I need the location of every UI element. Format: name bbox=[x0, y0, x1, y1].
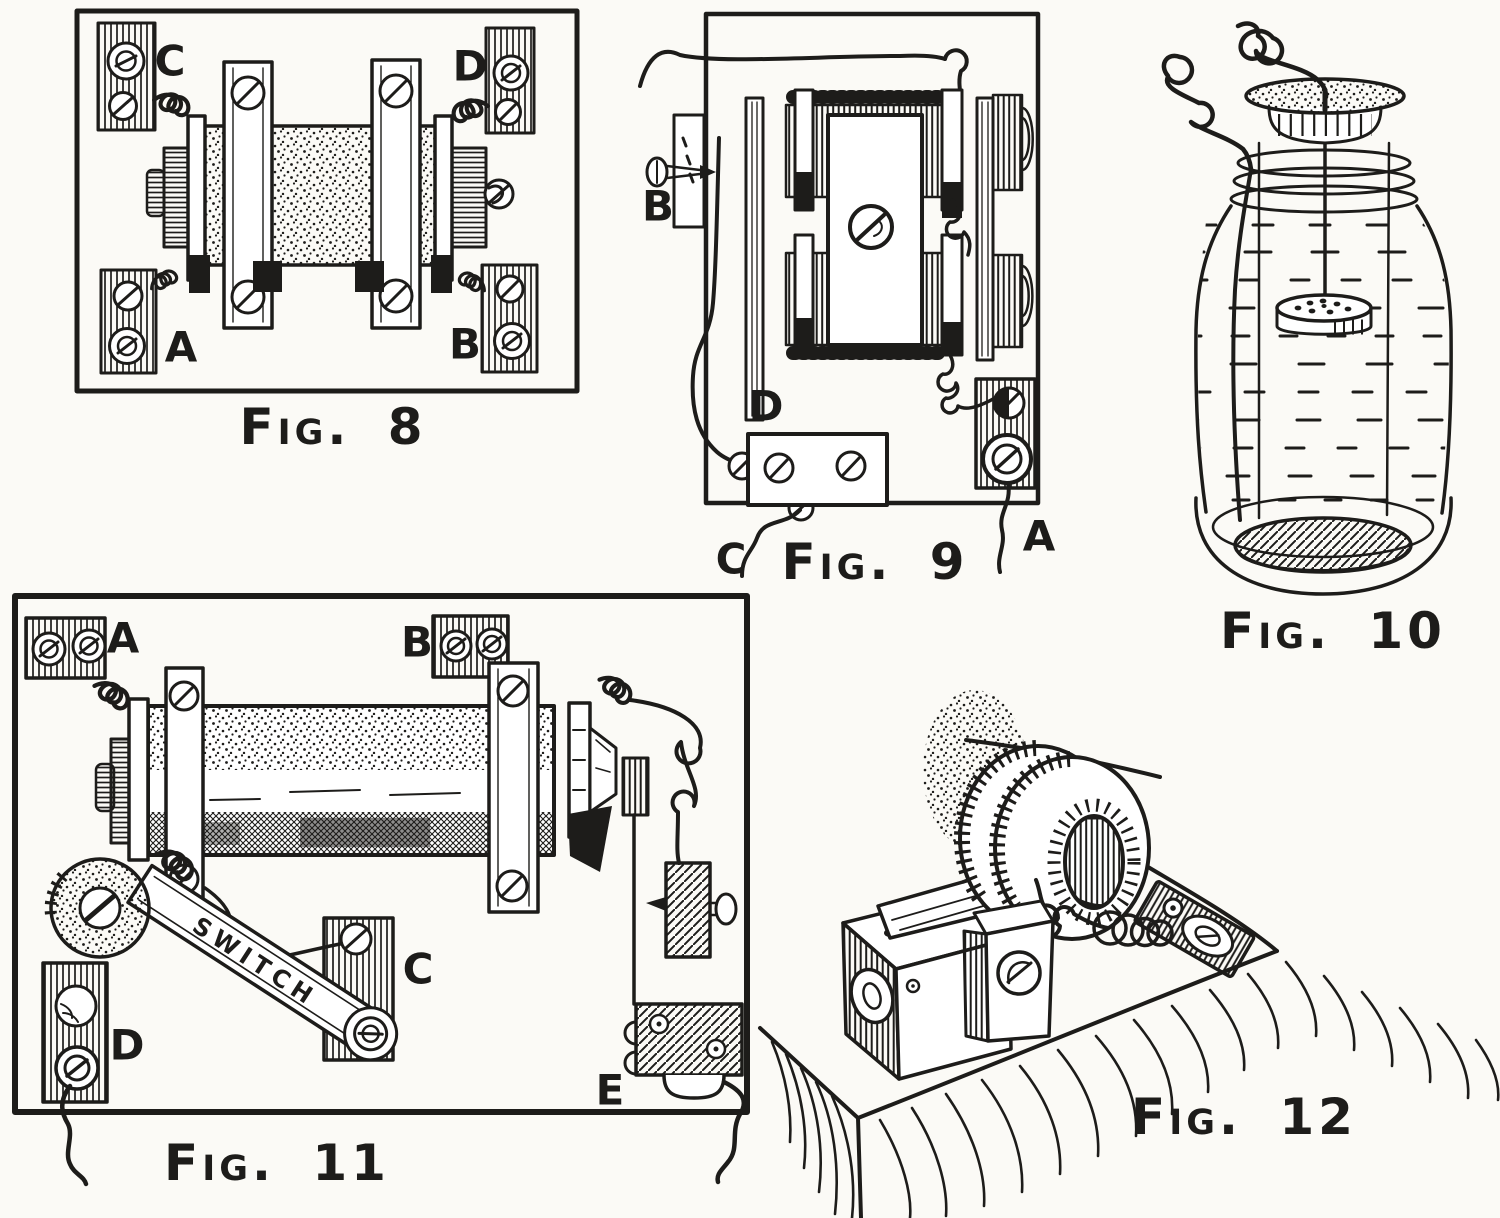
fig11-terminal-c: C bbox=[402, 944, 434, 994]
fig11-illustration bbox=[12, 593, 750, 1187]
fig9-caption: Fig. 9 bbox=[781, 533, 969, 591]
fig9-illustration bbox=[638, 11, 1041, 578]
fig11-terminal-e: E bbox=[595, 1065, 625, 1115]
fig12-caption: Fig. 12 bbox=[1131, 1088, 1357, 1146]
fig11-caption: Fig. 11 bbox=[164, 1134, 390, 1192]
fig8-terminal-c: C bbox=[154, 36, 186, 86]
fig8-terminal-d: D bbox=[452, 41, 488, 91]
fig11-terminal-b: B bbox=[400, 617, 434, 667]
fig9-terminal-d: D bbox=[748, 381, 784, 431]
fig9-terminal-c: C bbox=[715, 534, 747, 584]
fig8-illustration bbox=[74, 8, 580, 394]
fig9-terminal-b: B bbox=[641, 181, 675, 231]
fig11-terminal-d: D bbox=[109, 1020, 145, 1070]
fig8-terminal-b: B bbox=[448, 319, 482, 369]
fig8-caption: Fig. 8 bbox=[239, 398, 427, 456]
fig9-terminal-a: A bbox=[1022, 511, 1056, 561]
fig8-terminal-a: A bbox=[164, 322, 198, 372]
fig10-illustration bbox=[1161, 21, 1453, 596]
fig10-caption: Fig. 10 bbox=[1220, 602, 1446, 660]
fig11-terminal-a: A bbox=[106, 613, 140, 663]
fig12-illustration bbox=[758, 690, 1500, 1218]
